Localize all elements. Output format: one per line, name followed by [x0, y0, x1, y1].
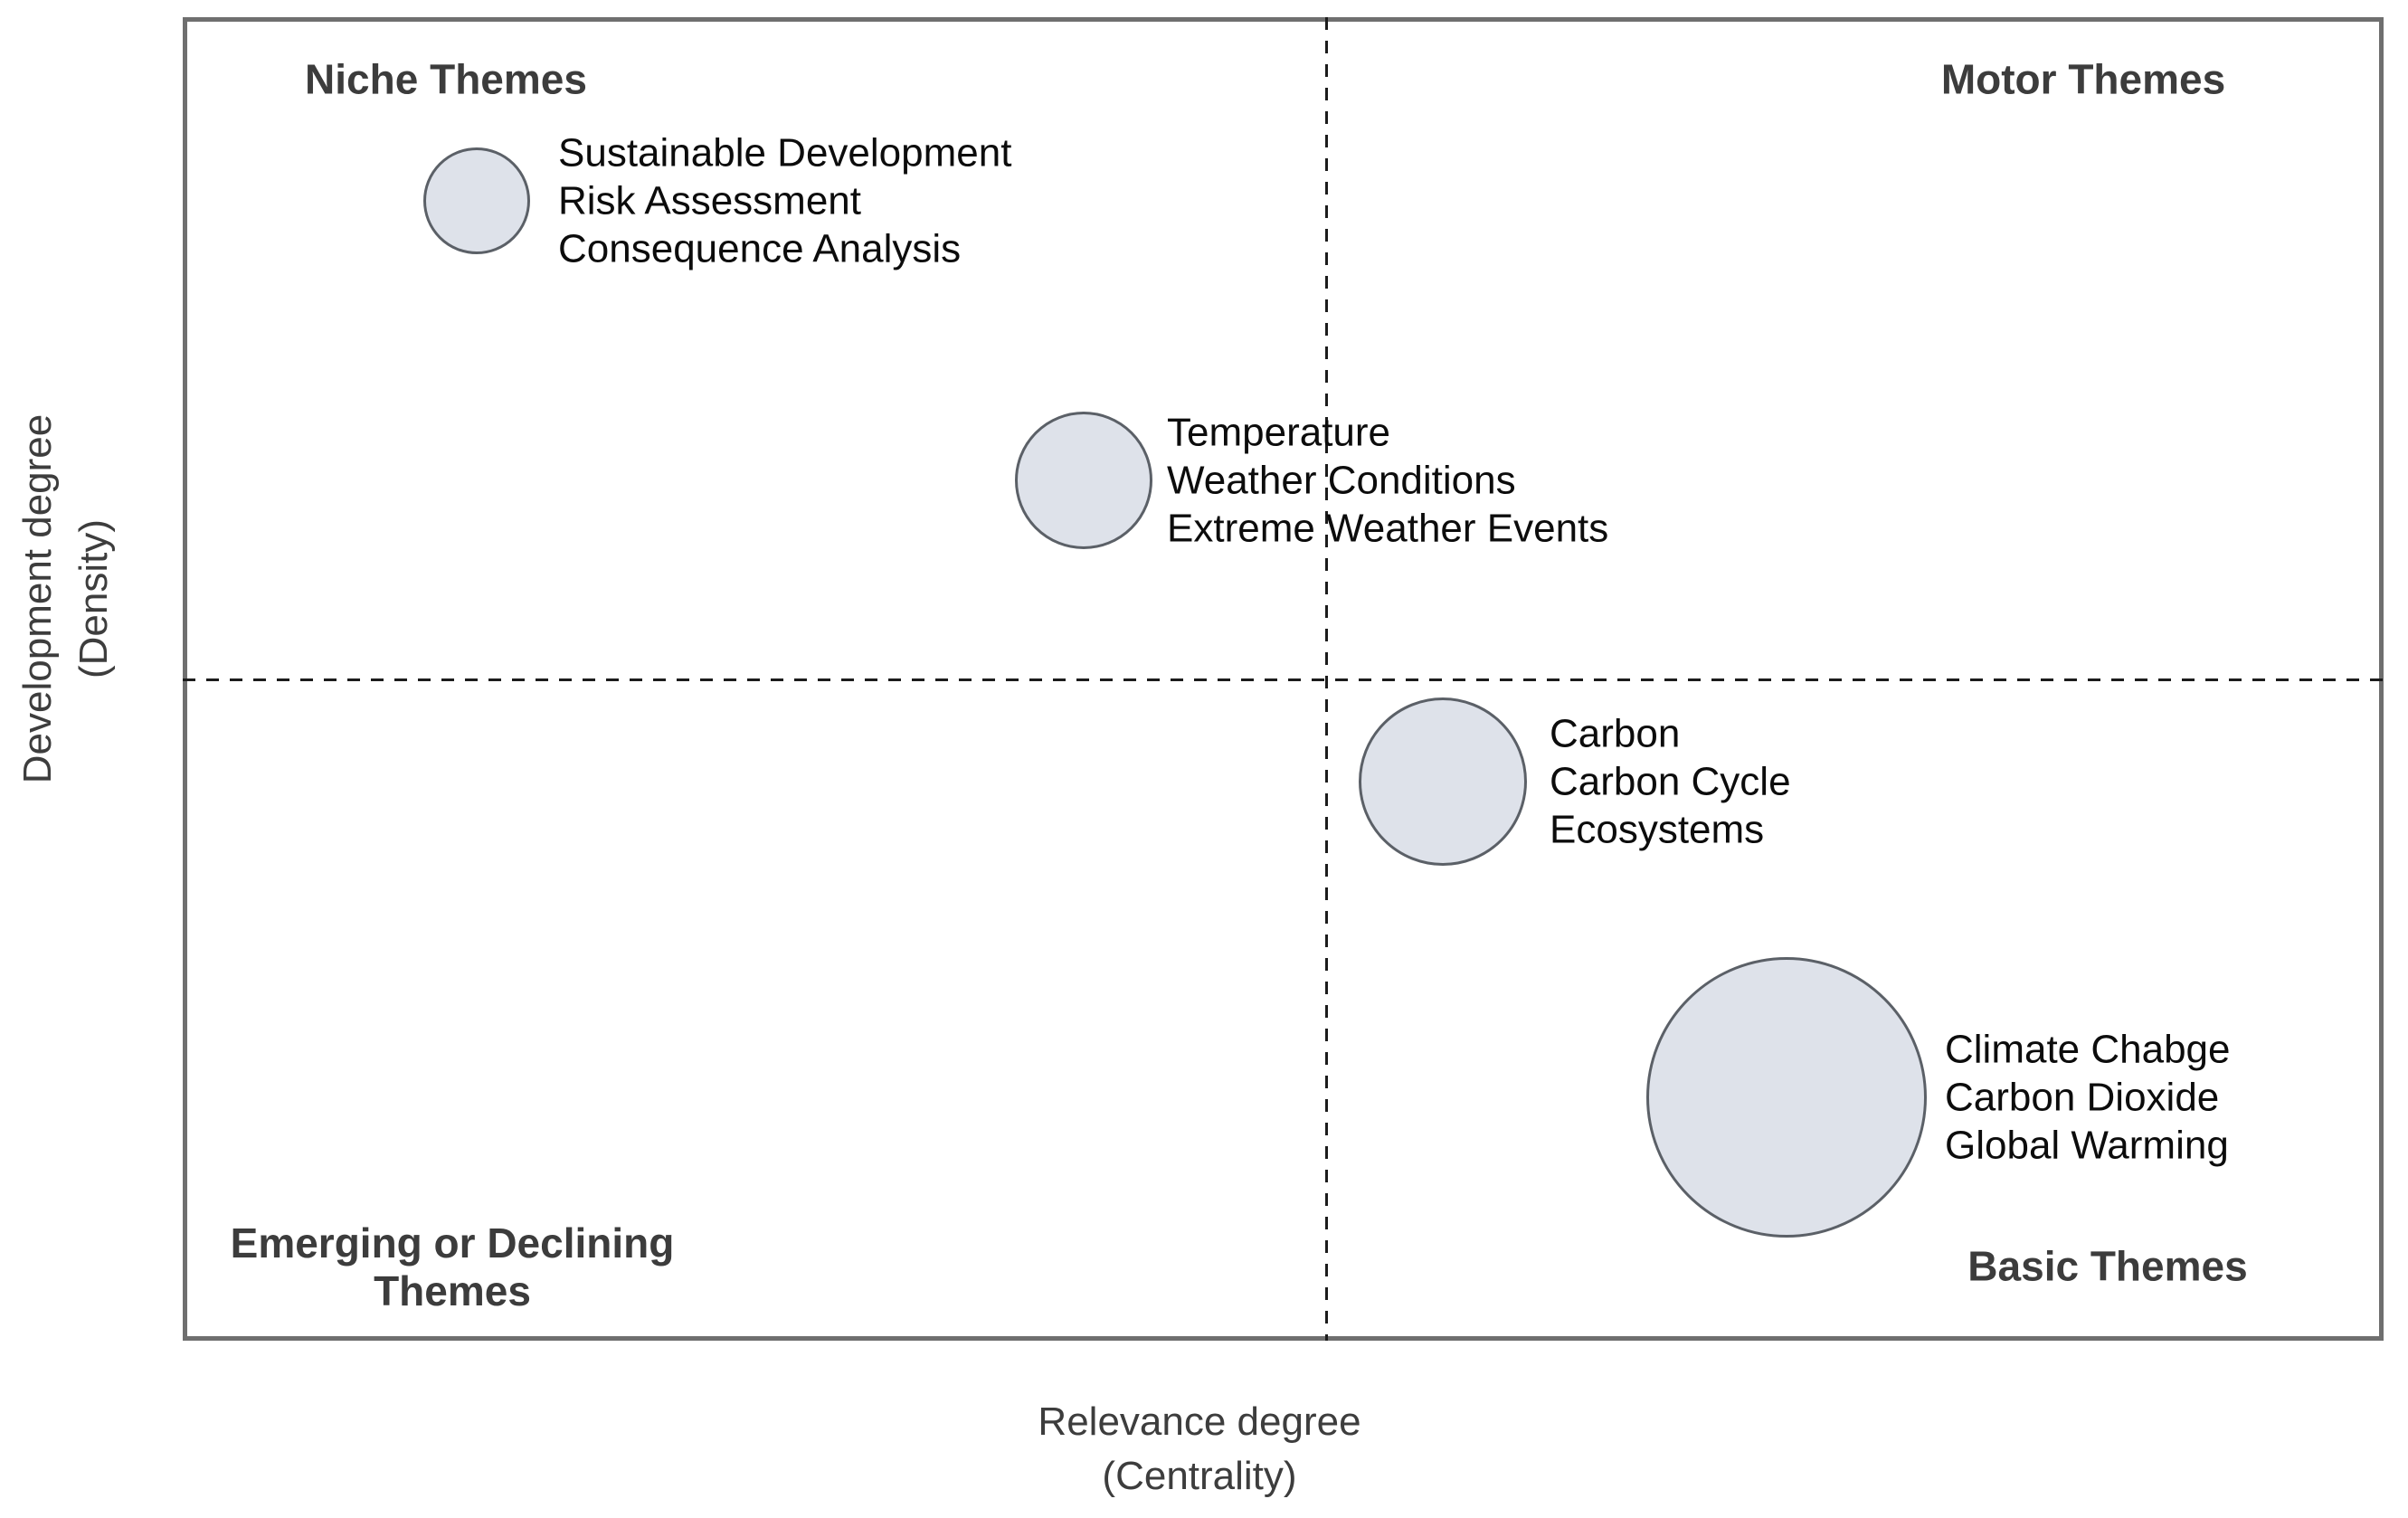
horizontal-divider-dashed-line	[183, 678, 2384, 681]
bubble-label-line: Consequence Analysis	[558, 226, 962, 271]
bubble-label-line: Extreme Weather Events	[1167, 506, 1609, 551]
bubble-label-line: Carbon	[1550, 711, 1681, 756]
quadrant-label-line: Emerging or Declining	[230, 1219, 675, 1267]
bubble-label-line: Sustainable Development	[558, 130, 1012, 176]
bubble-label-line: Risk Assessment	[558, 178, 861, 223]
quadrant-label-line: Themes	[374, 1267, 531, 1314]
x-axis-label: Relevance degree (Centrality)	[1038, 1395, 1360, 1504]
bubble-label-line: Temperature	[1167, 410, 1391, 455]
bubble-label-line: Carbon Cycle	[1550, 759, 1791, 804]
bubble-label-line: Global Warming	[1945, 1123, 2229, 1168]
y-axis-label: Development degree(Density)	[10, 414, 122, 783]
y-axis-label-line: (Density)	[71, 518, 116, 679]
y-axis-label-line: Development degree	[15, 413, 60, 784]
bubble-label-line: Carbon Dioxide	[1945, 1075, 2220, 1120]
x-axis-label-line: (Centrality)	[1102, 1454, 1297, 1498]
quadrant-label-motor-themes: Motor Themes	[1940, 55, 2226, 103]
bubble-temperature	[1015, 412, 1152, 549]
bubble-label-line: Ecosystems	[1550, 807, 1765, 852]
quadrant-label-basic-themes: Basic Themes	[1967, 1242, 2248, 1290]
bubble-carbon	[1359, 697, 1527, 866]
bubble-sustainable-development	[423, 147, 530, 254]
quadrant-label-niche-themes: Niche Themes	[305, 55, 587, 103]
bubble-climate-change	[1646, 957, 1927, 1238]
bubble-label-line: Weather Conditions	[1167, 458, 1516, 503]
x-axis-label-line: Relevance degree	[1038, 1399, 1361, 1444]
bubble-label-line: Climate Chabge	[1945, 1027, 2231, 1072]
